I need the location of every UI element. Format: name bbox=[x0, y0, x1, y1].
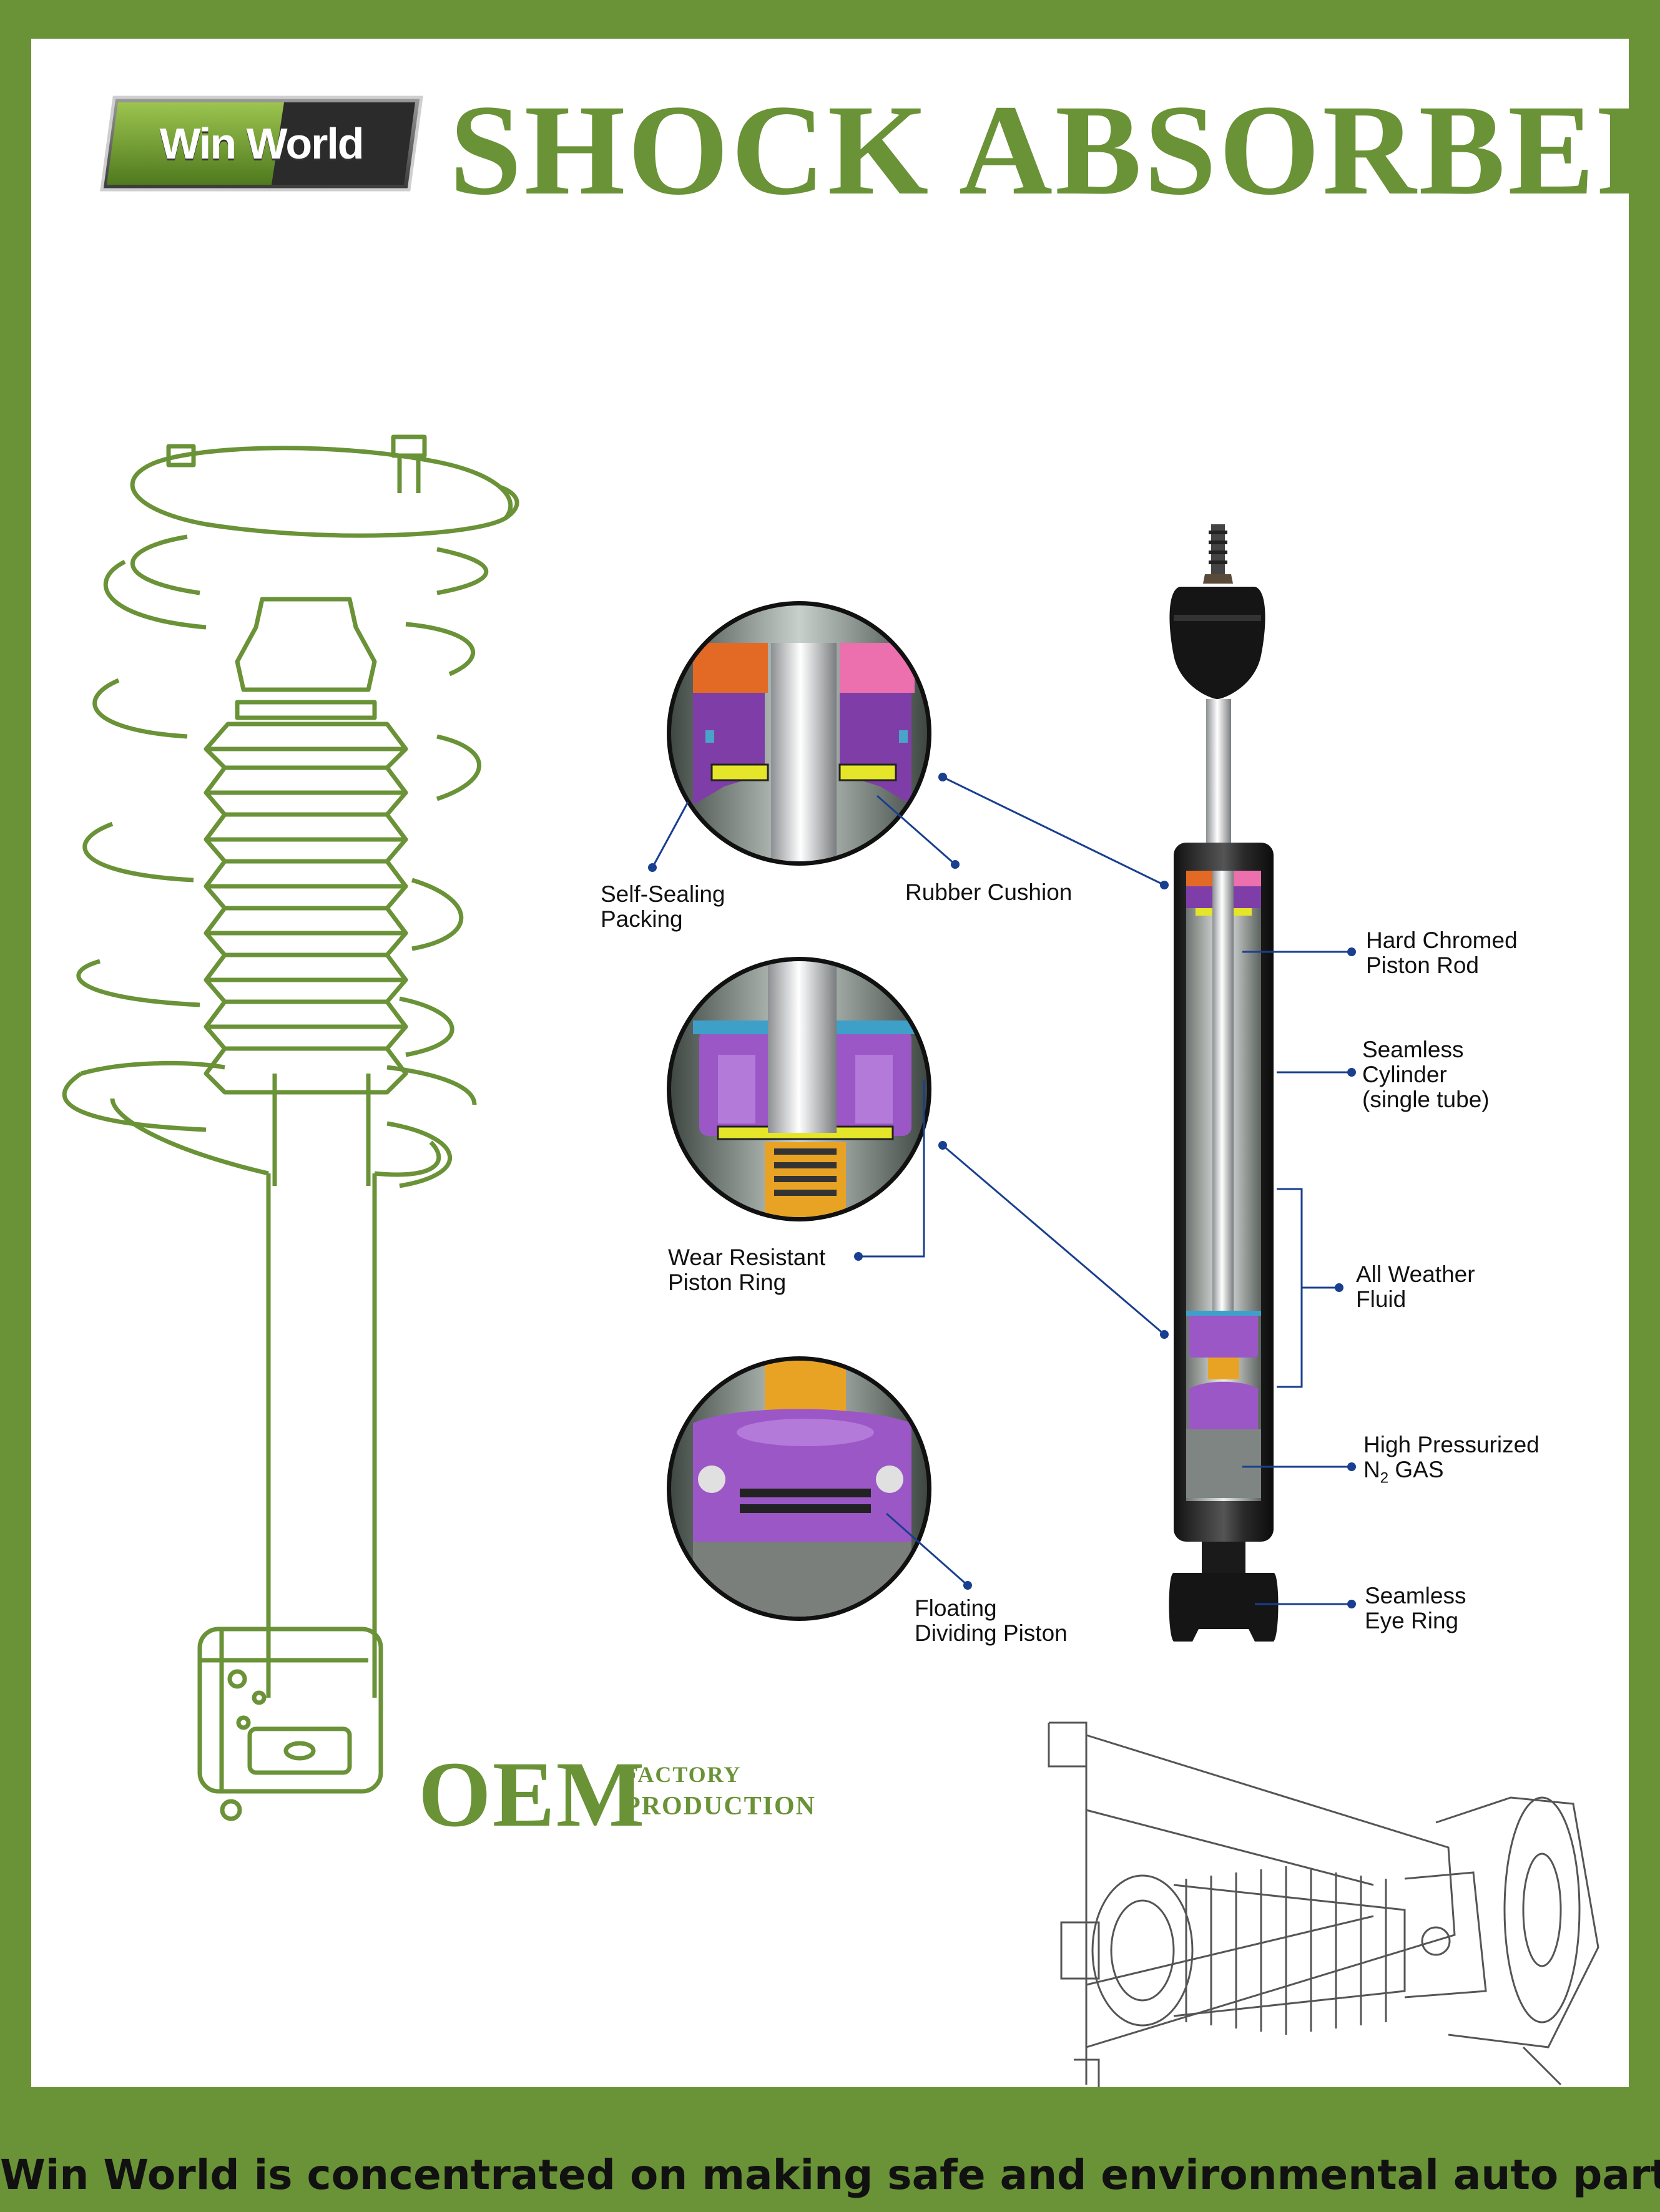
oem-production-text: PRODUCTION bbox=[624, 1792, 817, 1821]
detail-piston-circle bbox=[667, 957, 931, 1221]
suspension-assembly-drawing bbox=[1048, 1721, 1599, 2087]
detail-floating-piston-circle bbox=[667, 1356, 931, 1621]
label-floating-dividing-piston: Floating Dividing Piston bbox=[915, 1595, 1068, 1646]
logo-badge-shape bbox=[100, 95, 423, 192]
page-title: SHOCK ABSORBER bbox=[449, 78, 1660, 222]
shock-absorber-cutaway bbox=[1169, 524, 1279, 1642]
coilover-strut-drawing bbox=[62, 434, 519, 1821]
leader-dots bbox=[648, 773, 1356, 1608]
oem-text: OEM bbox=[418, 1743, 646, 1846]
logo-text: Win World bbox=[159, 119, 364, 168]
leader-lines bbox=[651, 776, 1352, 1605]
label-seamless-eye-ring: Seamless Eye Ring bbox=[1365, 1583, 1466, 1633]
label-all-weather-fluid: All Weather Fluid bbox=[1356, 1261, 1475, 1312]
label-rubber-cushion: Rubber Cushion bbox=[905, 879, 1073, 905]
label-hard-chromed-piston-rod: Hard Chromed Piston Rod bbox=[1366, 927, 1518, 978]
label-wear-resistant-piston-ring: Wear Resistant Piston Ring bbox=[668, 1245, 826, 1295]
label-seamless-cylinder: Seamless Cylinder (single tube) bbox=[1362, 1037, 1490, 1112]
brand-logo: Win World bbox=[97, 94, 426, 193]
detail-seal-circle bbox=[667, 601, 931, 866]
label-self-sealing-packing: Self-Sealing Packing bbox=[601, 881, 725, 932]
footer-tagline: Win World is concentrated on making safe… bbox=[0, 2151, 1660, 2199]
label-high-pressurized-gas: High Pressurized N2 GAS bbox=[1363, 1432, 1540, 1487]
oem-factory-text: FACTORY bbox=[624, 1762, 742, 1787]
